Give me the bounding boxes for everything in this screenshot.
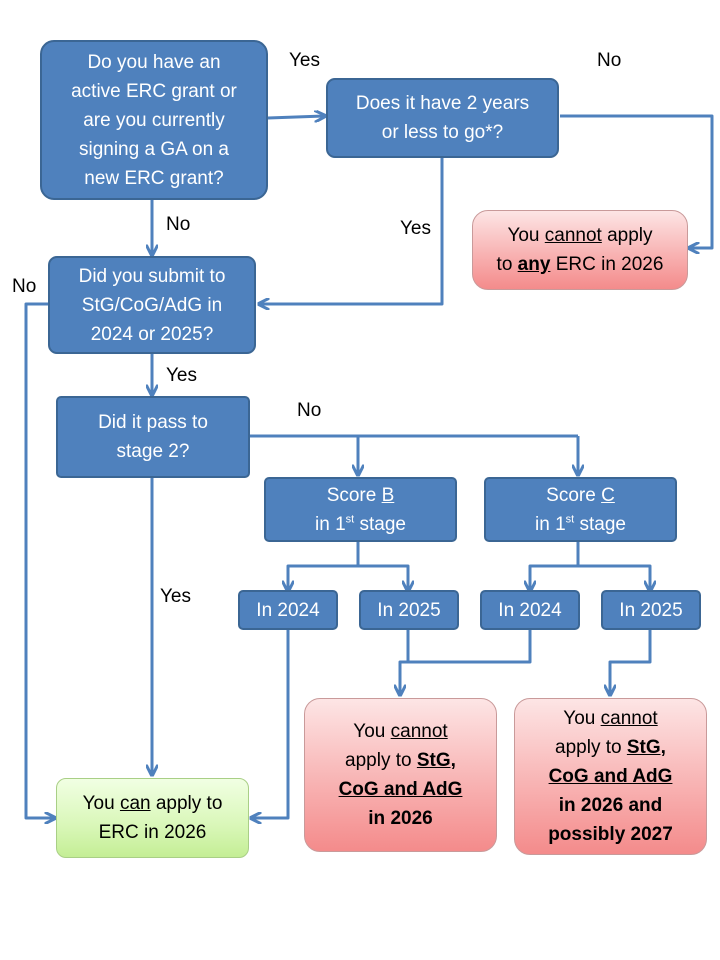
text-line: in 2026 xyxy=(368,808,433,829)
text-fragment: to xyxy=(496,254,518,275)
text-line: In 2024 xyxy=(256,599,320,621)
node-c-2025: In 2025 xyxy=(601,590,701,630)
text-line: stage 2? xyxy=(116,441,190,462)
outcome-cannot-2026: You cannot apply to StG, CoG and AdG in … xyxy=(304,698,497,852)
arrow-twoyears-yes xyxy=(260,158,444,304)
text-fragment: apply to xyxy=(555,737,627,758)
text-line: possibly 2027 xyxy=(548,824,673,845)
decision-active-grant: Do you have an active ERC grant or are y… xyxy=(40,40,268,200)
outcome-can-apply: You can apply to ERC in 2026 xyxy=(56,778,249,858)
decision-submitted: Did you submit to StG/CoG/AdG in 2024 or… xyxy=(48,256,256,354)
outcome-cannot-2027: You cannot apply to StG, CoG and AdG in … xyxy=(514,698,707,855)
node-b-2024: In 2024 xyxy=(238,590,338,630)
text-fragment: ERC in 2026 xyxy=(550,254,664,275)
text-fragment: You xyxy=(563,708,601,729)
arrow-stage2-no-b xyxy=(250,434,578,474)
text-line: ERC in 2026 xyxy=(98,822,207,843)
text-line: are you currently xyxy=(83,109,225,131)
text-emphasis: C xyxy=(601,484,615,506)
text-fragment: apply xyxy=(601,225,653,246)
text-fragment: Score xyxy=(546,484,602,506)
text-emphasis: StG, xyxy=(626,737,666,758)
text-fragment: stage xyxy=(354,513,406,535)
text-fragment: You xyxy=(82,793,120,814)
text-superscript: st xyxy=(345,513,355,526)
text-line: active ERC grant or xyxy=(71,80,237,102)
text-line: in 2026 and xyxy=(558,795,663,816)
text-fragment: Score xyxy=(326,484,382,506)
node-b-2025: In 2025 xyxy=(359,590,459,630)
text-line: In 2025 xyxy=(619,599,683,621)
text-emphasis: StG, xyxy=(416,750,456,771)
text-line: In 2025 xyxy=(377,599,441,621)
arrow-submit-no xyxy=(24,302,54,818)
arrow-c-to-2025 xyxy=(578,564,650,590)
outcome-cannot-any: You cannot apply to any ERC in 2026 xyxy=(472,210,688,290)
text-line: Did you submit to xyxy=(78,265,226,287)
arrow-twoyears-no xyxy=(560,114,714,248)
text-emphasis: cannot xyxy=(390,721,448,742)
decision-stage2: Did it pass to stage 2? xyxy=(56,396,250,478)
text-emphasis: any xyxy=(517,254,551,275)
text-line: Did it pass to xyxy=(98,412,208,433)
text-fragment: stage xyxy=(574,513,626,535)
arrow-b-to-2024 xyxy=(288,542,360,590)
text-emphasis: cannot xyxy=(544,225,602,246)
text-fragment: in 1 xyxy=(315,513,346,535)
arrow-b2024-to-can xyxy=(252,630,290,818)
text-fragment: in 1 xyxy=(535,513,566,535)
edge-label-no-stage2: No xyxy=(297,400,322,421)
text-fragment: apply to xyxy=(345,750,417,771)
edge-label-no-left: No xyxy=(12,276,37,297)
text-superscript: st xyxy=(565,513,575,526)
text-line: In 2024 xyxy=(498,599,562,621)
text-fragment: apply to xyxy=(150,793,223,814)
decision-two-years: Does it have 2 years or less to go*? xyxy=(326,78,559,158)
edge-label-no-down: No xyxy=(166,214,191,235)
edge-label-no-top-right: No xyxy=(597,50,622,71)
node-score-b: Score B in 1st stage xyxy=(264,477,457,542)
node-score-c: Score C in 1st stage xyxy=(484,477,677,542)
text-fragment: You xyxy=(507,225,545,246)
arrow-b2025-c2024-to-cannot2026 xyxy=(400,630,532,694)
text-line: Does it have 2 years xyxy=(355,93,530,114)
text-line: 2024 or 2025? xyxy=(90,323,214,345)
arrow-b-to-2025 xyxy=(358,564,408,590)
text-emphasis: can xyxy=(119,793,151,814)
text-fragment: You xyxy=(353,721,391,742)
text-emphasis: B xyxy=(381,484,395,506)
arrow-c-to-2024 xyxy=(530,542,580,590)
arrow-c2025-to-cannot2027 xyxy=(610,630,652,694)
text-line: new ERC grant? xyxy=(84,167,224,189)
edge-label-yes-stage2: Yes xyxy=(160,586,191,607)
text-emphasis: CoG and AdG xyxy=(338,779,463,800)
edge-label-yes-down: Yes xyxy=(166,365,197,386)
node-c-2024: In 2024 xyxy=(480,590,580,630)
text-emphasis: cannot xyxy=(600,708,658,729)
arrow-active-to-twoyears xyxy=(267,116,324,118)
edge-label-yes-top: Yes xyxy=(289,50,320,71)
text-line: StG/CoG/AdG in xyxy=(81,294,223,316)
text-line: signing a GA on a xyxy=(78,138,229,160)
text-emphasis: CoG and AdG xyxy=(548,766,673,787)
edge-label-yes-right: Yes xyxy=(400,218,431,239)
text-line: or less to go*? xyxy=(381,122,504,143)
text-line: Do you have an xyxy=(87,51,221,73)
